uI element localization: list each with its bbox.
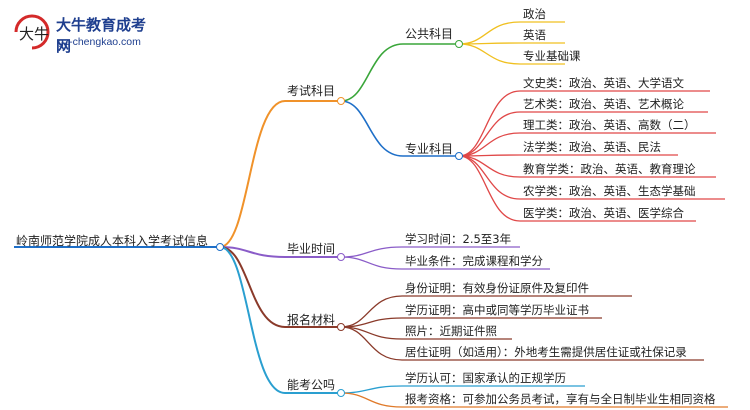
graduation-item: 学习时间：2.5至3年 [405, 232, 512, 246]
logo-url: gz-chengkao.com [58, 36, 141, 48]
registration-item: 照片：近期证件照 [405, 324, 497, 338]
branch-graduation-time: 毕业时间 [287, 242, 336, 256]
major-subject-item: 教育学类：政治、英语、教育理论 [523, 162, 696, 176]
connector-root-grad [219, 246, 286, 258]
logo-mark-icon: 大牛 [14, 14, 50, 50]
public-subject-item: 专业基础课 [523, 49, 581, 63]
graduation-item: 毕业条件：完成课程和学分 [405, 254, 543, 268]
connector-civil-leaf [340, 385, 403, 394]
connector-civil-leaf [340, 392, 403, 408]
public-junction-dot [455, 40, 463, 48]
registration-item: 居住证明（如适用）：外地考生需提供居住证或社保记录 [405, 345, 687, 359]
branch-public-subjects: 公共科目 [405, 27, 454, 41]
root-topic: 岭南师范学院成人本科入学考试信息 [16, 234, 209, 248]
registration-item: 身份证明：有效身份证原件及复印件 [405, 281, 589, 295]
connector-grad-leaf [340, 246, 403, 258]
major-subject-item: 法学类：政治、英语、民法 [523, 140, 661, 154]
civil-junction-dot [337, 389, 345, 397]
branch-registration-materials: 报名材料 [287, 313, 336, 327]
exam-junction-dot [337, 97, 345, 105]
major-subject-item: 理工类：政治、英语、高数（二） [523, 118, 696, 132]
branch-exam-subjects: 考试科目 [287, 84, 336, 98]
logo-title: 大牛教育成考网 [56, 16, 147, 55]
connector-root-reg [219, 246, 286, 328]
connector-root-civil [219, 246, 286, 394]
connector-public-leaf [458, 21, 521, 45]
public-subject-item: 政治 [523, 7, 546, 21]
public-subject-item: 英语 [523, 28, 546, 42]
major-junction-dot [455, 152, 463, 160]
branch-major-subjects: 专业科目 [405, 142, 454, 156]
site-logo[interactable]: 大牛 大牛教育成考网 gz-chengkao.com [10, 10, 160, 55]
connector-major-leaf [458, 90, 521, 157]
civil-service-item: 学历认可：国家承认的正规学历 [405, 371, 566, 385]
logo-mark-text: 大牛 [19, 25, 49, 43]
branch-civil-service: 能考公吗 [287, 378, 336, 392]
connector-major-leaf [458, 111, 521, 157]
major-subject-item: 农学类：政治、英语、生态学基础 [523, 184, 696, 198]
connector-exam-major [340, 100, 404, 157]
major-subject-item: 文史类：政治、英语、大学语文 [523, 76, 684, 90]
connector-exam-public [340, 43, 404, 102]
connector-major-leaf [458, 155, 521, 222]
connector-public-leaf [458, 43, 521, 65]
root-junction-dot [216, 243, 224, 251]
major-subject-item: 医学类：政治、英语、医学综合 [523, 206, 684, 220]
major-subject-item: 艺术类：政治、英语、艺术概论 [523, 97, 684, 111]
connector-grad-leaf [340, 256, 403, 270]
connector-root-exam [219, 100, 286, 248]
registration-item: 学历证明：高中或同等学历毕业证书 [405, 303, 589, 317]
registration-junction-dot [337, 323, 345, 331]
connector-reg-leaf [340, 326, 403, 361]
graduation-junction-dot [337, 253, 345, 261]
civil-service-item: 报考资格：可参加公务员考试，享有与全日制毕业生相同资格 [405, 392, 716, 406]
